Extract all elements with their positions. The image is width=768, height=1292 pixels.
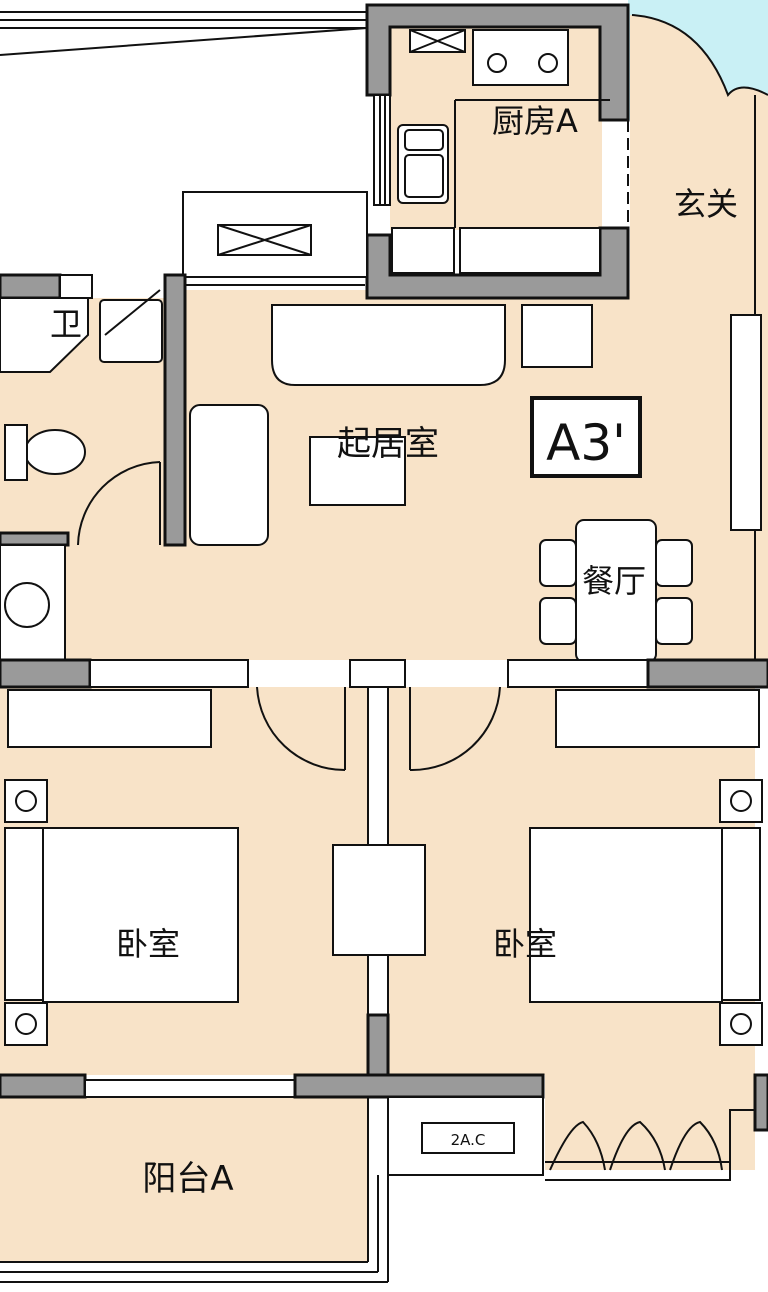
bottom-wall [0,1073,768,1181]
unit-badge [530,396,642,478]
room-label-bedroom-left: 卧室 [116,925,180,963]
dining-table [539,519,693,663]
bay-window-bedroom [545,1120,730,1171]
mid-wall [0,658,768,772]
stove-icon [472,29,569,86]
balcony-outline [0,1097,389,1283]
unit-type-label: A3' [546,414,626,472]
room-label-bedroom-right: 卧室 [493,925,557,963]
room-label-bathroom: 卫 [50,305,82,343]
bathroom [0,273,187,661]
ac-label: 2A.C [451,1131,486,1149]
kitchen-walls [365,3,630,300]
room-label-balcony: 阳台A [142,1159,233,1199]
living-furniture [189,304,762,546]
toilet-icon [4,424,86,481]
room-label-living-room: 起居室 [337,424,439,464]
radiator-left [7,689,212,748]
room-label-kitchen: 厨房A [492,102,578,140]
bed-right [529,779,763,1046]
washbasin-icon [0,544,66,661]
sink-icon [397,124,449,204]
room-label-dining-room: 餐厅 [582,562,646,600]
bay-window-living [182,191,368,286]
bed-left [4,779,239,1046]
top-window-lines [0,11,368,56]
radiator-right [555,689,760,748]
room-label-entrance: 玄关 [674,185,738,223]
range-hood-icon [409,29,466,53]
